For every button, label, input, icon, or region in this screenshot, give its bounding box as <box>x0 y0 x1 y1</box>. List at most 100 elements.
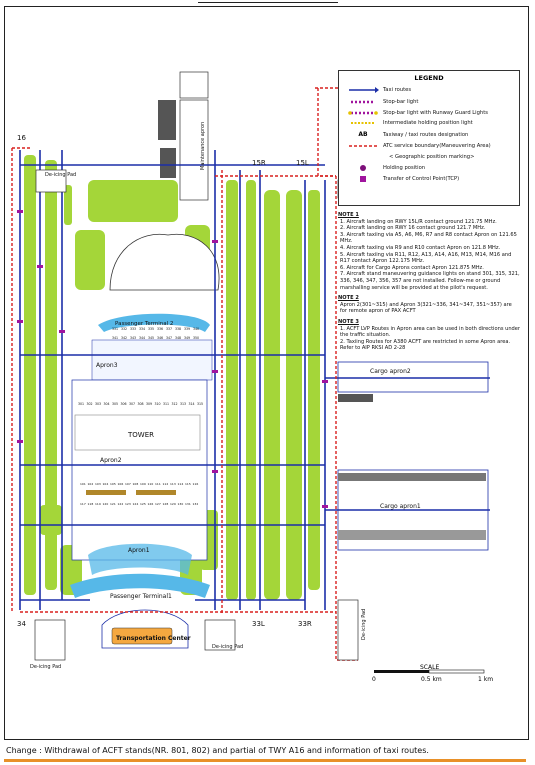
stand-number: 337 <box>166 327 172 331</box>
stand-number: 311 <box>163 402 169 406</box>
note1-title: NOTE 1 <box>338 212 359 218</box>
deicing-pads <box>34 169 359 661</box>
stand-number: 126 <box>148 502 154 506</box>
stand-number: 348 <box>175 336 181 340</box>
boundary-line <box>317 88 336 177</box>
stand-number: 345 <box>148 336 154 340</box>
terminal-2-building <box>98 313 210 332</box>
apron1-label: Apron1 <box>128 547 150 554</box>
stand-number: 347 <box>166 336 172 340</box>
grass-block <box>75 230 105 290</box>
grass-block <box>40 505 62 535</box>
stopbar <box>59 330 65 333</box>
scale-segment <box>374 670 429 673</box>
tower-label: TOWER <box>127 431 154 439</box>
stopbar-lights <box>17 210 328 508</box>
stand-number: 332 <box>121 327 127 331</box>
maintenance-hangars <box>158 71 209 201</box>
runway-label-34: 34 <box>17 620 26 628</box>
stand-number: 106 <box>118 482 124 486</box>
legend-title: LEGEND <box>414 74 444 82</box>
stand-number: 344 <box>139 336 145 340</box>
deicing-pad-s <box>204 619 236 651</box>
legend-item-label: Transfer of Control Point(TCP) <box>383 176 460 182</box>
cargo-building <box>338 473 486 481</box>
runway-label-15l: 15L <box>296 159 309 167</box>
transportation-center <box>111 627 173 645</box>
stand-number: 114 <box>178 482 184 486</box>
arrow-line-icon <box>349 87 379 93</box>
stand-number: 340 <box>193 327 199 331</box>
central-apron <box>71 379 208 561</box>
stopbar <box>17 210 23 213</box>
stand-number: 118 <box>88 502 94 506</box>
legend-item-label: ATC service boundary(Maneuvering Area) <box>383 143 491 149</box>
tower-block <box>74 414 201 451</box>
transportation-center-label: Transportation Center <box>116 635 191 642</box>
stand-number: 122 <box>118 502 124 506</box>
runway-label-33l: 33L <box>252 620 265 628</box>
stand-number: 112 <box>163 482 169 486</box>
cargo-building <box>338 394 373 402</box>
notes-panel: NOTE 1 1. Aircraft landing on RWY 15L/R … <box>338 208 520 458</box>
legend-item-label: Holding position <box>383 165 426 171</box>
legend-box: LEGEND Taxi routes Stop-bar light Stop-b… <box>338 70 520 206</box>
taxi-routes <box>19 150 490 610</box>
maintenance-apron-label: Maintenance apron <box>200 122 206 170</box>
grass-strip <box>226 180 238 600</box>
grass-block <box>88 180 178 222</box>
legend-item-label: Stop-bar light <box>383 99 419 105</box>
terminal-2-area <box>91 233 220 381</box>
stand-number: 341 <box>112 336 118 340</box>
atc-boundary-icon <box>349 145 377 147</box>
stand-number: 304 <box>104 402 110 406</box>
stand-number: 314 <box>189 402 195 406</box>
note-item: 2. Aircraft landing on RWY 16 contact gr… <box>340 225 486 232</box>
stand-number: 309 <box>146 402 152 406</box>
stand-number: 130 <box>178 502 184 506</box>
deicing-label-s: De-icing Pad <box>212 644 243 650</box>
area-labels: TOWER Transportation Center Passenger Te… <box>30 122 421 670</box>
note2-title: NOTE 2 <box>338 295 359 302</box>
stand-number: 350 <box>193 336 199 340</box>
stand-number: 125 <box>140 502 146 506</box>
stand-number: 117 <box>80 502 86 506</box>
stopbar <box>322 505 328 508</box>
stand-number: 335 <box>148 327 154 331</box>
concourse-roof <box>109 233 220 291</box>
note3-title: NOTE 3 <box>338 318 359 325</box>
stand-number: 115 <box>185 482 191 486</box>
note-item: Apron 2(301~315) and Apron 3(321~336, 34… <box>340 301 512 315</box>
stand-number: 313 <box>180 402 186 406</box>
deicing-pad-sw <box>34 619 66 661</box>
terminal1-label: Passenger Terminal1 <box>110 593 172 600</box>
stand-number: 336 <box>157 327 163 331</box>
stand-number: 103 <box>95 482 101 486</box>
geo-marking-icon: < Geographic position marking> <box>389 154 475 160</box>
stand-number: 307 <box>129 402 135 406</box>
stand-number: 306 <box>121 402 127 406</box>
grass-strip <box>264 190 280 600</box>
stand-number: 107 <box>125 482 131 486</box>
deicing-label-se: De-icing Pad <box>361 609 367 640</box>
deicing-pad-nw <box>35 169 67 193</box>
stand-number: 305 <box>112 402 118 406</box>
scale-label: 1 km <box>478 676 494 683</box>
stand-number: 308 <box>138 402 144 406</box>
grass-strip <box>246 180 256 600</box>
note-item: 5. Aircraft taxiing via R11, R12, A13, A… <box>340 251 512 265</box>
terminal-1-building <box>70 573 210 598</box>
stand-number: 116 <box>193 482 199 486</box>
scale-label: 0.5 km <box>421 676 442 683</box>
scale-title: SCALE <box>420 664 440 671</box>
stand-number: 310 <box>155 402 161 406</box>
stand-number: 129 <box>170 502 176 506</box>
note-item: 2. Taxiing Routes for A380 ACFT are rest… <box>340 338 511 352</box>
terminal2-label: Passenger Terminal 2 <box>115 321 173 327</box>
cargo-building <box>338 530 486 540</box>
stand-number: 346 <box>157 336 163 340</box>
hangar <box>160 148 176 178</box>
stand-number: 338 <box>175 327 181 331</box>
